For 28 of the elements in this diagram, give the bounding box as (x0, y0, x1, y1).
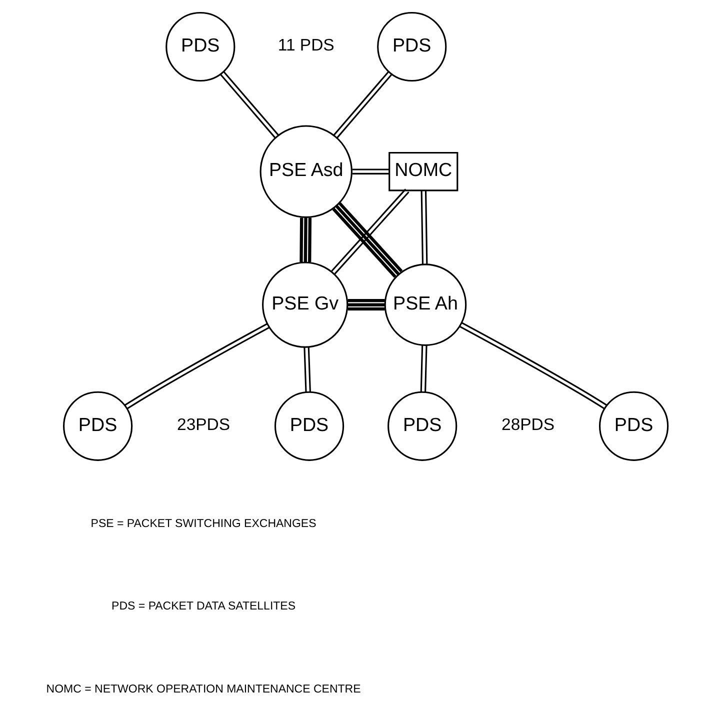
connector (347, 299, 384, 311)
connector (330, 188, 409, 274)
label: 28PDS (501, 415, 554, 434)
connector (459, 322, 606, 410)
node-circle: PDS (598, 391, 668, 461)
node-circle: PDS (62, 391, 132, 461)
node-circle: PDS (165, 12, 235, 82)
connector (352, 168, 389, 174)
connector (299, 218, 312, 262)
node-circle: PDS (387, 391, 457, 461)
connector (332, 202, 402, 278)
node-circle: PSE Asd (259, 125, 352, 218)
connector (332, 71, 392, 138)
connector (124, 323, 269, 410)
node-circle: PDS (274, 391, 344, 461)
label: PSE = PACKET SWITCHING EXCHANGES (90, 518, 316, 530)
connector (220, 71, 278, 138)
label: NOMC = NETWORK OPERATION MAINTENANCE CENTRE (46, 683, 360, 696)
node-circle: PSE Ah (384, 264, 466, 346)
label: 11 PDS (277, 36, 334, 55)
node-circle: PDS (376, 12, 446, 82)
connector (303, 347, 310, 392)
label: PDS = PACKET DATA SATELLITES (111, 600, 296, 613)
node-box: NOMC (388, 152, 458, 192)
connector (420, 190, 428, 264)
connector (420, 345, 427, 392)
node-circle: PSE Gv (262, 262, 348, 348)
label: 23PDS (176, 415, 230, 434)
